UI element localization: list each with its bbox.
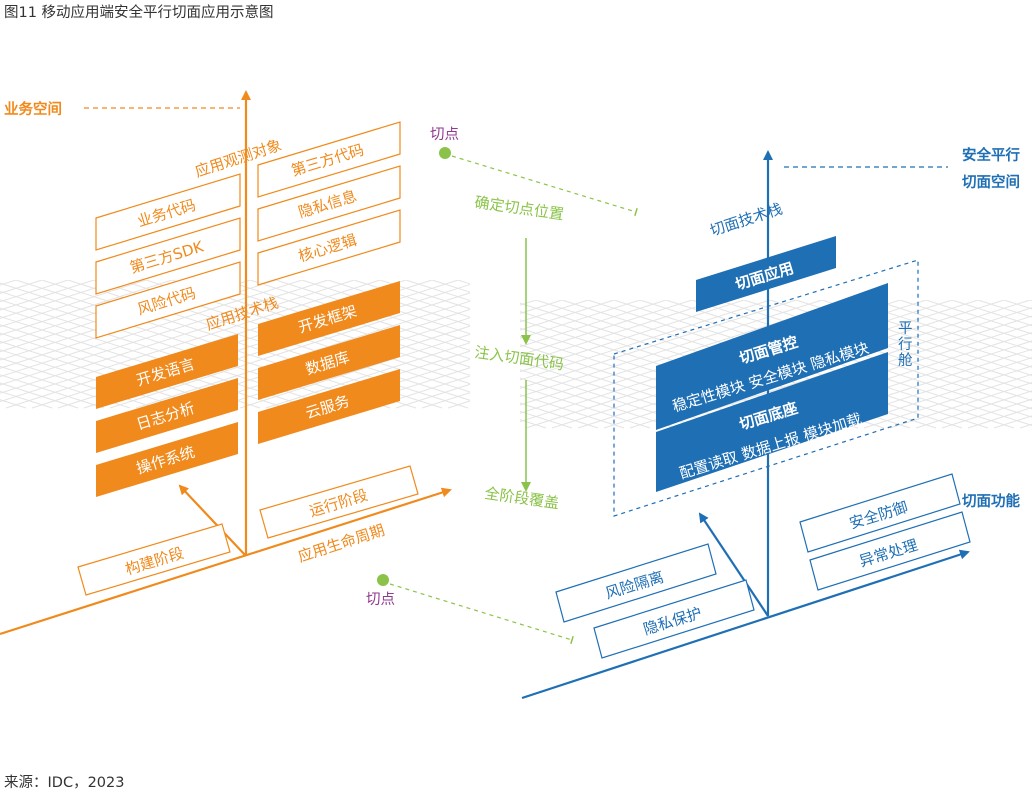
cut-point-top-dot xyxy=(439,147,451,159)
aspect-application-box: 切面应用 xyxy=(696,236,836,312)
function-label: 切面功能 xyxy=(962,492,1020,510)
tech-stack-axis xyxy=(178,484,247,557)
stage-box-run: 运行阶段 xyxy=(259,465,419,539)
parallel-floor-axis xyxy=(521,549,970,700)
cut-point-bottom-dot xyxy=(377,574,389,586)
parallel-space-label-line2: 切面空间 xyxy=(962,173,1020,191)
tech-box-database: 数据库 xyxy=(258,325,400,400)
parallel-space-label-line1: 安全平行 xyxy=(962,146,1020,164)
cut-point-bottom-label: 切点 xyxy=(366,591,395,608)
function-axis xyxy=(698,512,769,617)
business-space-label: 业务空间 xyxy=(4,100,62,118)
tech-box-cloud-service: 云服务 xyxy=(258,369,400,444)
parallel-cabin-label-3: 舱 xyxy=(898,352,913,369)
function-box-exception-handling: 异常处理 xyxy=(809,511,971,591)
parallel-cabin-label-1: 平 xyxy=(898,321,913,337)
lifecycle-axis xyxy=(0,487,452,636)
step-inject-code: 注入切面代码 xyxy=(473,343,565,373)
step-locate-cut-point: 确定切点位置 xyxy=(473,193,565,223)
figure-title: 图11 移动应用端安全平行切面应用示意图 xyxy=(4,3,274,21)
aspect-tech-stack-label: 切面技术栈 xyxy=(708,200,785,240)
parallel-cabin-outline xyxy=(613,259,919,517)
middle-process: 切点 切点 确定切点位置 注入切面代码 全阶段覆盖 xyxy=(366,126,638,645)
figure-source: 来源：IDC，2023 xyxy=(4,774,124,791)
cut-point-top-label: 切点 xyxy=(430,126,459,143)
cut-point-top-connector xyxy=(451,155,638,217)
lifecycle-label: 应用生命周期 xyxy=(296,521,387,566)
parallel-cabin-label-2: 行 xyxy=(898,336,913,353)
step-full-coverage: 全阶段覆盖 xyxy=(483,484,560,512)
cut-point-bottom-connector xyxy=(389,583,574,645)
